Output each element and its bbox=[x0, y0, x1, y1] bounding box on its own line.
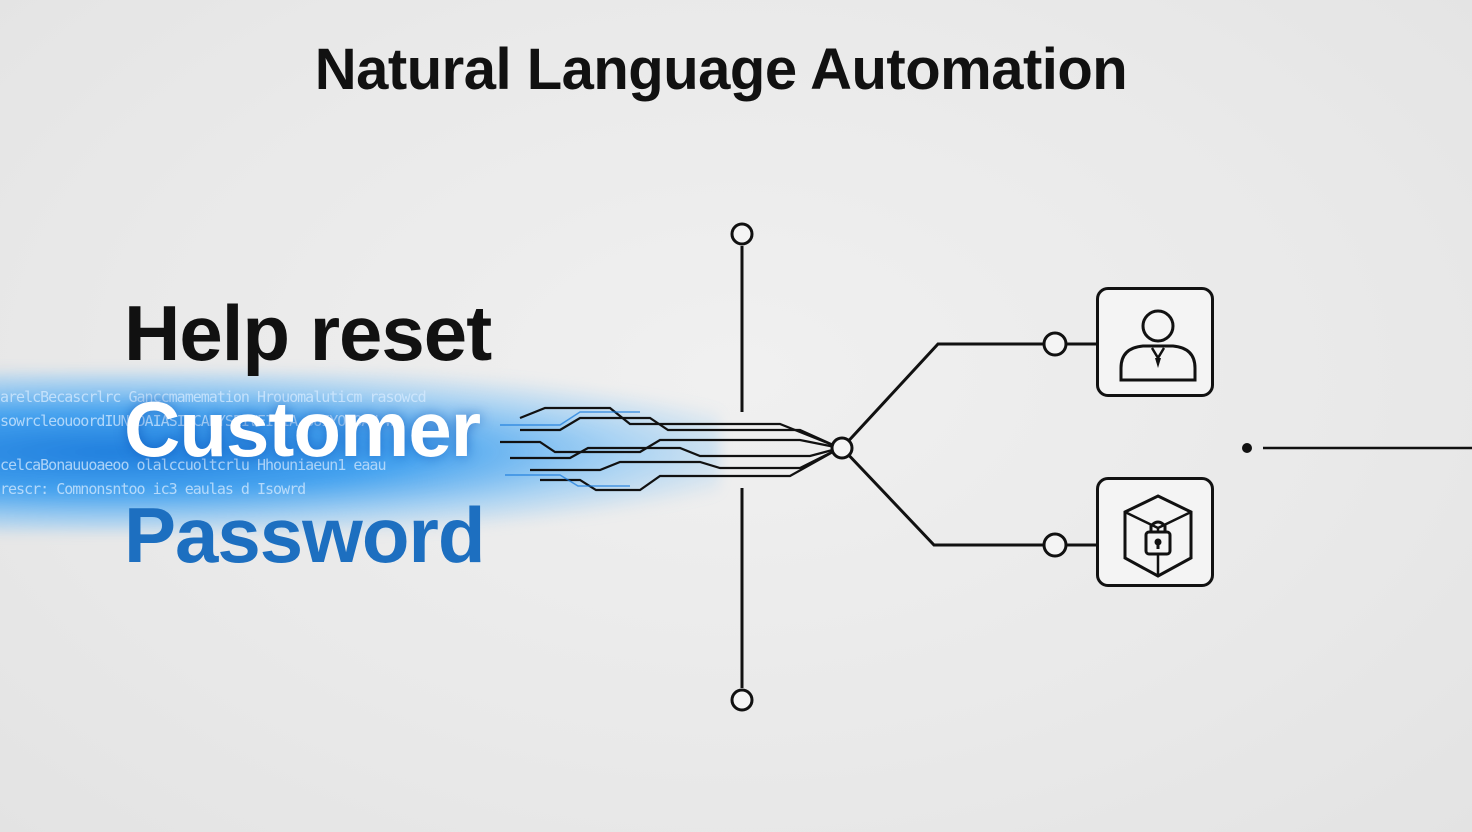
output-dot bbox=[1242, 443, 1252, 453]
axis-top-node bbox=[730, 222, 754, 246]
upper-branch-node bbox=[1042, 331, 1068, 357]
axis-bottom-node bbox=[730, 688, 754, 712]
hub-node bbox=[830, 436, 854, 460]
data-stream-text: celcaBonauuoaeoo olalccuoltcrlu Hhouniae… bbox=[0, 456, 386, 474]
data-stream-text: rescr: Comnonsntoo ic3 eaulas d Isowrd bbox=[0, 480, 306, 498]
data-stream-text: arelcBecascrlrc Ganccmamemation Hrouomal… bbox=[0, 388, 427, 406]
data-stream-text: sowrcleouoordIUNODAIASIOCARYSEIVEIIIA SU… bbox=[0, 412, 403, 430]
branch-lower bbox=[840, 446, 1044, 547]
prompt-line-2: Customer bbox=[124, 385, 481, 473]
branch-upper bbox=[840, 342, 1044, 450]
security-node bbox=[1096, 477, 1214, 587]
prompt-line-1: Help reset bbox=[124, 289, 492, 377]
lower-branch-node bbox=[1042, 532, 1068, 558]
prompt-line-3: Password bbox=[124, 491, 485, 579]
circuit-traces bbox=[500, 406, 841, 492]
lock-box-icon bbox=[1123, 494, 1193, 578]
user-node bbox=[1096, 287, 1214, 397]
user-icon bbox=[1119, 309, 1197, 382]
diagram-title: Natural Language Automation bbox=[314, 37, 1128, 102]
